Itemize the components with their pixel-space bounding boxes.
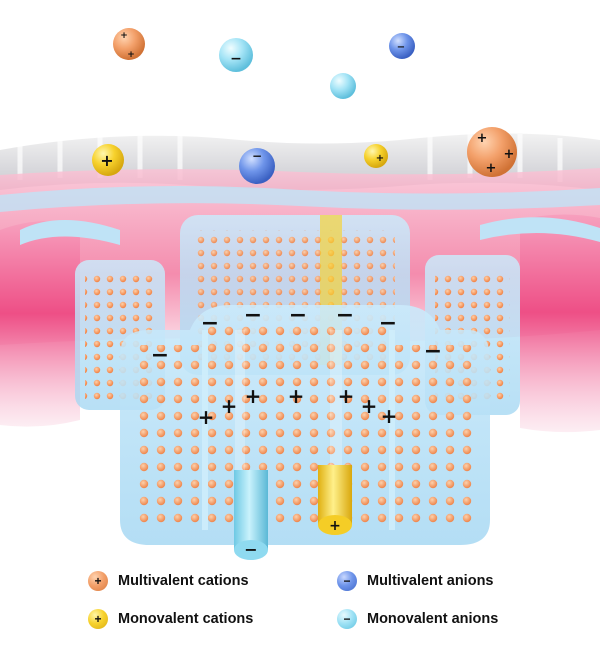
svg-text:+: + xyxy=(100,151,113,170)
pore-charge-positive: + xyxy=(198,405,215,429)
legend-label: Multivalent anions xyxy=(367,573,494,589)
monovalent-anion-icon: − xyxy=(337,609,357,629)
pore-charge-positive: + xyxy=(381,404,398,428)
monovalent-cation-channel: + xyxy=(318,465,352,535)
multivalent-anion-icon: − xyxy=(337,571,357,591)
monovalent-anion-ion xyxy=(330,73,356,99)
monovalent-cation-icon: + xyxy=(88,609,108,629)
surface-charge-negative: − xyxy=(151,343,169,368)
pore-front-block xyxy=(120,305,490,545)
legend-symbol: + xyxy=(94,574,102,588)
monovalent-anion-channel: − xyxy=(234,470,268,560)
legend-label: Monovalent cations xyxy=(118,611,254,627)
svg-text:+: + xyxy=(127,50,135,60)
legend-item-monovalent-cations: + Monovalent cations xyxy=(88,609,253,629)
pore-charge-positive: + xyxy=(221,394,238,418)
svg-text:+: + xyxy=(504,147,515,162)
pore-charge-positive: + xyxy=(338,384,355,408)
surface-charge-negative: − xyxy=(289,303,307,328)
legend-item-multivalent-anions: − Multivalent anions xyxy=(337,571,494,591)
legend-item-multivalent-cations: + Multivalent cations xyxy=(88,571,249,591)
anion-channel-sign: − xyxy=(244,540,257,559)
legend-label: Multivalent cations xyxy=(118,573,249,589)
floating-ions: + + − − + − + + + + xyxy=(92,28,517,184)
multivalent-cation-ion: + + + xyxy=(467,127,517,177)
membrane-pore-illustration: − + − − − − − − − + + + + + + + + + − xyxy=(0,28,600,560)
pore-charge-positive: + xyxy=(288,384,305,408)
monovalent-anion-ion: − xyxy=(219,38,253,72)
legend-item-monovalent-anions: − Monovalent anions xyxy=(337,609,498,629)
legend-symbol: − xyxy=(343,574,351,588)
surface-charge-negative: − xyxy=(379,311,397,336)
legend: + Multivalent cations + Monovalent catio… xyxy=(0,565,600,645)
surface-charge-negative: − xyxy=(201,311,219,336)
multivalent-cation-ion: + + xyxy=(113,28,145,60)
svg-text:+: + xyxy=(477,131,488,146)
legend-label: Monovalent anions xyxy=(367,611,499,627)
svg-text:+: + xyxy=(376,153,384,164)
multivalent-anion-ion: − xyxy=(389,33,415,59)
svg-text:−: − xyxy=(397,42,405,53)
monovalent-cation-ion: + xyxy=(364,144,388,168)
svg-text:+: + xyxy=(486,161,497,176)
membrane-side-walls xyxy=(0,214,600,433)
pore-charge-positive: + xyxy=(361,394,378,418)
svg-text:−: − xyxy=(230,51,242,67)
surface-charge-negative: − xyxy=(244,303,262,328)
svg-text:+: + xyxy=(120,31,128,41)
multivalent-anion-ion: − xyxy=(239,148,275,184)
legend-symbol: − xyxy=(343,612,351,626)
cation-channel-sign: + xyxy=(329,518,341,534)
pore-charge-positive: + xyxy=(245,384,262,408)
surface-charge-negative: − xyxy=(336,303,354,328)
monovalent-cation-ion: + xyxy=(92,144,124,176)
multivalent-cation-icon: + xyxy=(88,571,108,591)
legend-symbol: + xyxy=(94,612,102,626)
svg-text:−: − xyxy=(252,149,262,163)
surface-charge-negative: − xyxy=(424,339,442,364)
